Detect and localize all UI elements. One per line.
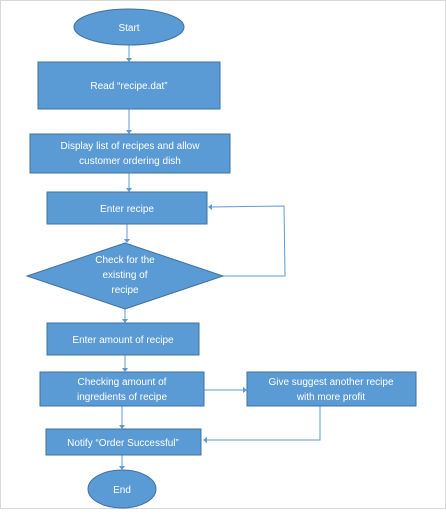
start-node: Start	[73, 8, 185, 46]
enter-amount-label: Enter amount of recipe	[72, 335, 174, 346]
suggest-box	[246, 371, 417, 407]
read-box	[37, 61, 221, 110]
display-label-line2: customer ordering dish	[79, 156, 181, 167]
display-label-line1: Display list of recipes and allow	[61, 141, 201, 152]
arrowhead	[243, 387, 247, 393]
arrowhead	[119, 425, 125, 429]
connector-loop-back	[209, 205, 286, 277]
check-amount-node: Checking amount of ingredients of recipe	[39, 371, 205, 407]
arrowhead	[126, 58, 132, 62]
enter-recipe-box	[46, 191, 208, 225]
arrowhead	[122, 368, 128, 372]
display-box	[29, 133, 231, 174]
suggest-line1: Give suggest another recipe	[268, 377, 394, 388]
read-node: Read “recipe.dat”	[37, 61, 221, 110]
arrowhead	[203, 437, 207, 443]
arrowhead	[208, 204, 212, 210]
enter-recipe-label: Enter recipe	[100, 204, 154, 215]
check-amount-line2: ingredients of recipe	[77, 392, 167, 403]
check-amount-line1: Checking amount of	[78, 377, 167, 388]
check-existing-line1: Check for the	[95, 255, 155, 266]
check-existing-line2: existing of	[102, 270, 147, 281]
suggest-line2: with more profit	[296, 392, 366, 403]
display-node: Display list of recipes and allow custom…	[29, 133, 231, 174]
arrowhead	[122, 319, 128, 323]
arrowhead	[119, 466, 125, 470]
check-existing-node: Check for the existing of recipe	[25, 242, 225, 310]
end-label: End	[113, 485, 131, 496]
notify-label: Notify “Order Successful”	[67, 438, 179, 449]
check-amount-box	[39, 371, 205, 407]
notify-node: Notify “Order Successful”	[45, 428, 202, 456]
check-existing-line3: recipe	[111, 285, 139, 296]
read-label: Read “recipe.dat”	[90, 81, 167, 92]
end-ellipse	[87, 469, 157, 509]
check-existing-diamond	[25, 242, 225, 310]
notify-box	[45, 428, 202, 456]
connector-suggest-notify	[205, 406, 321, 441]
arrowhead	[124, 239, 130, 243]
start-ellipse	[73, 8, 185, 46]
enter-amount-node: Enter amount of recipe	[46, 322, 200, 356]
enter-recipe-node: Enter recipe	[46, 191, 208, 225]
connectors	[119, 45, 321, 470]
arrowhead	[126, 130, 132, 134]
enter-amount-box	[46, 322, 200, 356]
arrowhead	[126, 188, 132, 192]
start-label: Start	[118, 23, 139, 34]
suggest-node: Give suggest another recipe with more pr…	[246, 371, 417, 407]
end-node: End	[87, 469, 157, 509]
